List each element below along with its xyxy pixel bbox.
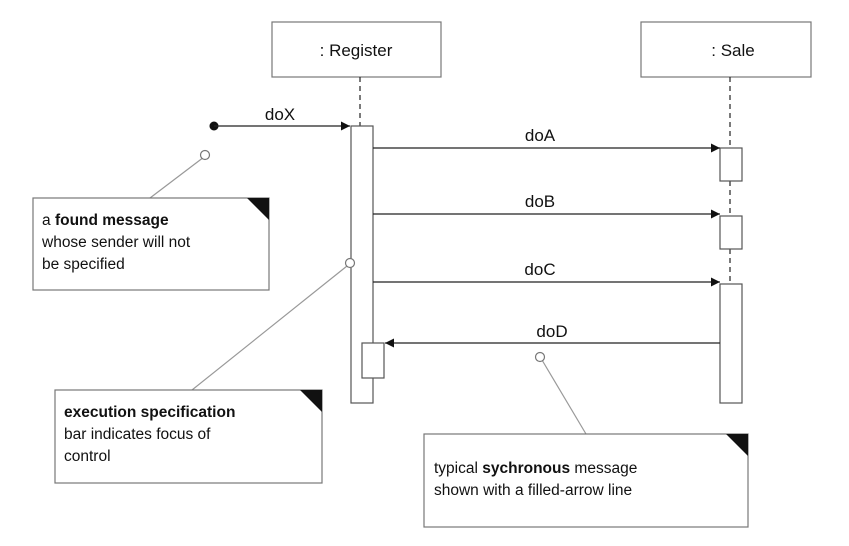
message-doD-label: doD bbox=[536, 322, 567, 341]
message-doX-label: doX bbox=[265, 105, 295, 124]
sale-label: : Sale bbox=[711, 41, 754, 60]
execution-note bbox=[54, 389, 323, 484]
sync-note-bold: sychronous bbox=[482, 460, 571, 477]
sale-lifeline-head: : Sale bbox=[640, 21, 812, 78]
message-doC-label: doC bbox=[524, 260, 555, 279]
found-message-note bbox=[32, 197, 270, 291]
sale-execution-bar-doB bbox=[719, 215, 743, 250]
register-lifeline-head: : Register bbox=[271, 21, 442, 78]
execution-note-bold: execution specification bbox=[64, 404, 236, 421]
sync-note-text: typical sychronous message shown with a … bbox=[434, 460, 638, 499]
sale-execution-bar-doA bbox=[719, 147, 743, 182]
found-note-anchor bbox=[199, 149, 211, 161]
execution-note-anchor bbox=[344, 257, 356, 269]
execution-note-connector bbox=[191, 265, 348, 391]
found-note-text: a found message whose sender will not be… bbox=[42, 212, 191, 273]
found-note-connector bbox=[149, 156, 205, 199]
execution-note-text: execution specification bar indicates fo… bbox=[64, 404, 236, 465]
sync-message-note bbox=[423, 433, 749, 528]
message-doA-label: doA bbox=[525, 126, 556, 145]
register-label: : Register bbox=[320, 41, 393, 60]
sale-execution-bar-doC bbox=[719, 283, 743, 404]
register-nested-execution-bar bbox=[361, 342, 385, 379]
message-doB-label: doB bbox=[525, 192, 555, 211]
sync-note-anchor bbox=[534, 351, 546, 363]
sync-note-connector bbox=[541, 359, 587, 435]
found-note-bold: found message bbox=[54, 212, 169, 229]
